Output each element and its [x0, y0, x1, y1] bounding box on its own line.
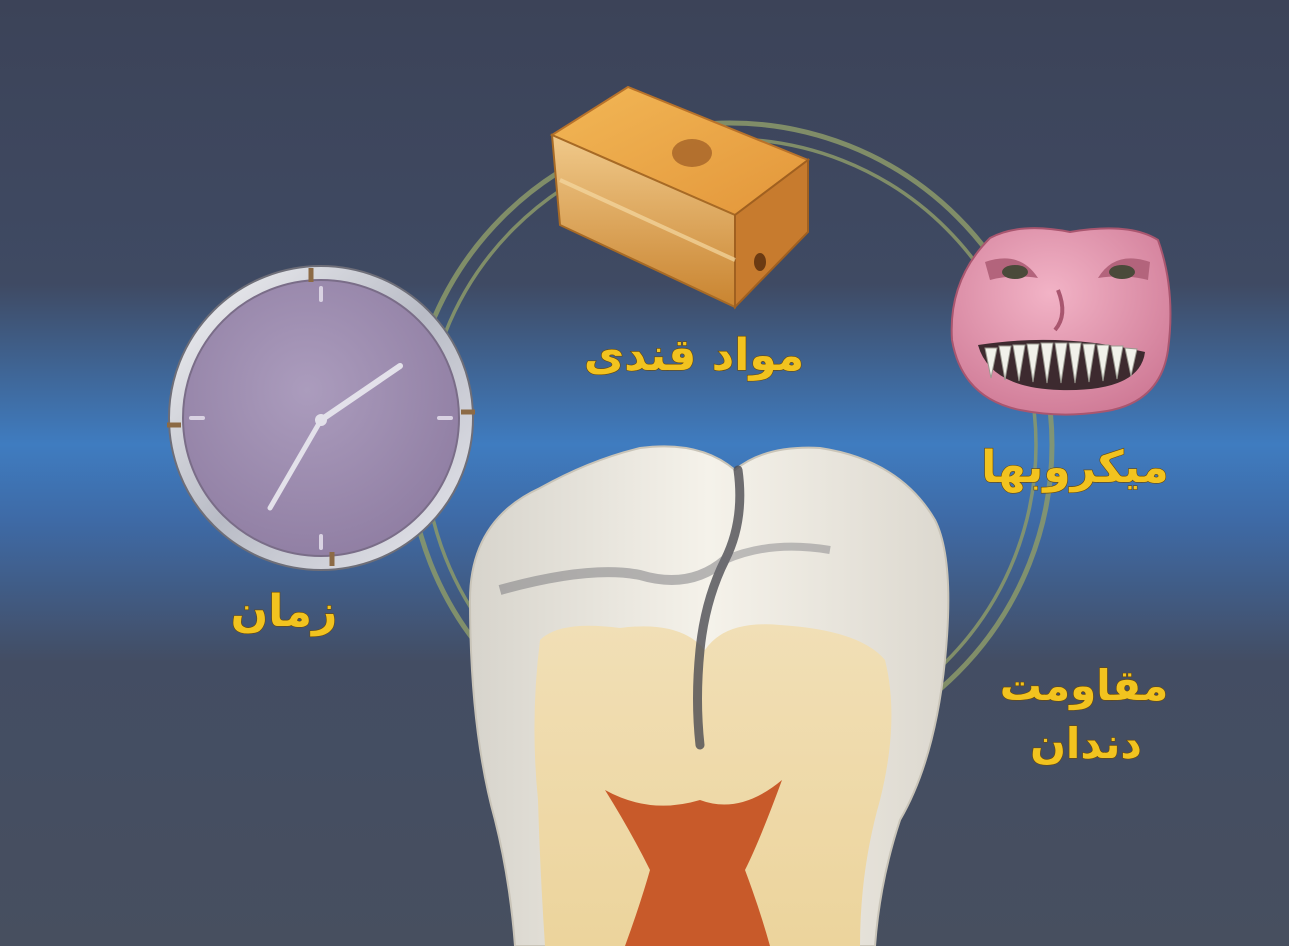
label-microbes: میکروبها [981, 442, 1169, 493]
label-time: زمان [231, 586, 338, 637]
label-tooth-resistance-line2: دندان [1030, 719, 1142, 768]
label-tooth-resistance-line1: مقاومت [1000, 661, 1169, 711]
microbe-face-icon [952, 228, 1171, 414]
tooth-cross-section-icon [470, 446, 948, 946]
clock-icon [167, 266, 475, 570]
label-sugars: مواد قندی [584, 330, 804, 381]
